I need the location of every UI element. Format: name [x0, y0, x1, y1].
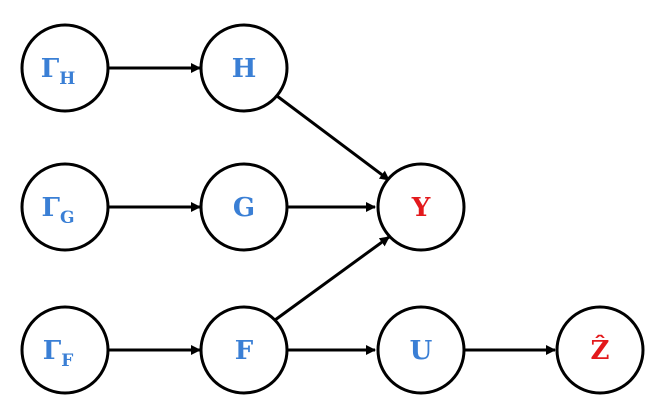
node-z-hat-label: Ẑ	[591, 334, 610, 366]
edge-f-to-y	[274, 235, 390, 322]
node-y: Y	[376, 162, 466, 252]
node-gamma-g-label: ΓG	[42, 193, 75, 228]
node-gamma-g: ΓG	[20, 162, 110, 252]
node-gamma-f: ΓF	[20, 305, 110, 395]
node-f: F	[199, 305, 289, 395]
node-g: G	[199, 162, 289, 252]
node-g-label: G	[233, 193, 255, 223]
node-z-hat: Ẑ	[555, 305, 645, 395]
node-gamma-f-label: ΓF	[43, 336, 74, 371]
node-u-label: U	[410, 336, 433, 366]
edge-h-to-y	[276, 94, 390, 182]
node-u: U	[376, 305, 466, 395]
edges	[108, 63, 556, 355]
node-y-label: Y	[411, 193, 431, 223]
node-gamma-h-label: ΓH	[41, 54, 76, 89]
node-f-label: F	[235, 336, 254, 366]
node-h-label: H	[232, 54, 257, 84]
node-gamma-h: ΓH	[20, 23, 110, 113]
node-h: H	[199, 23, 289, 113]
